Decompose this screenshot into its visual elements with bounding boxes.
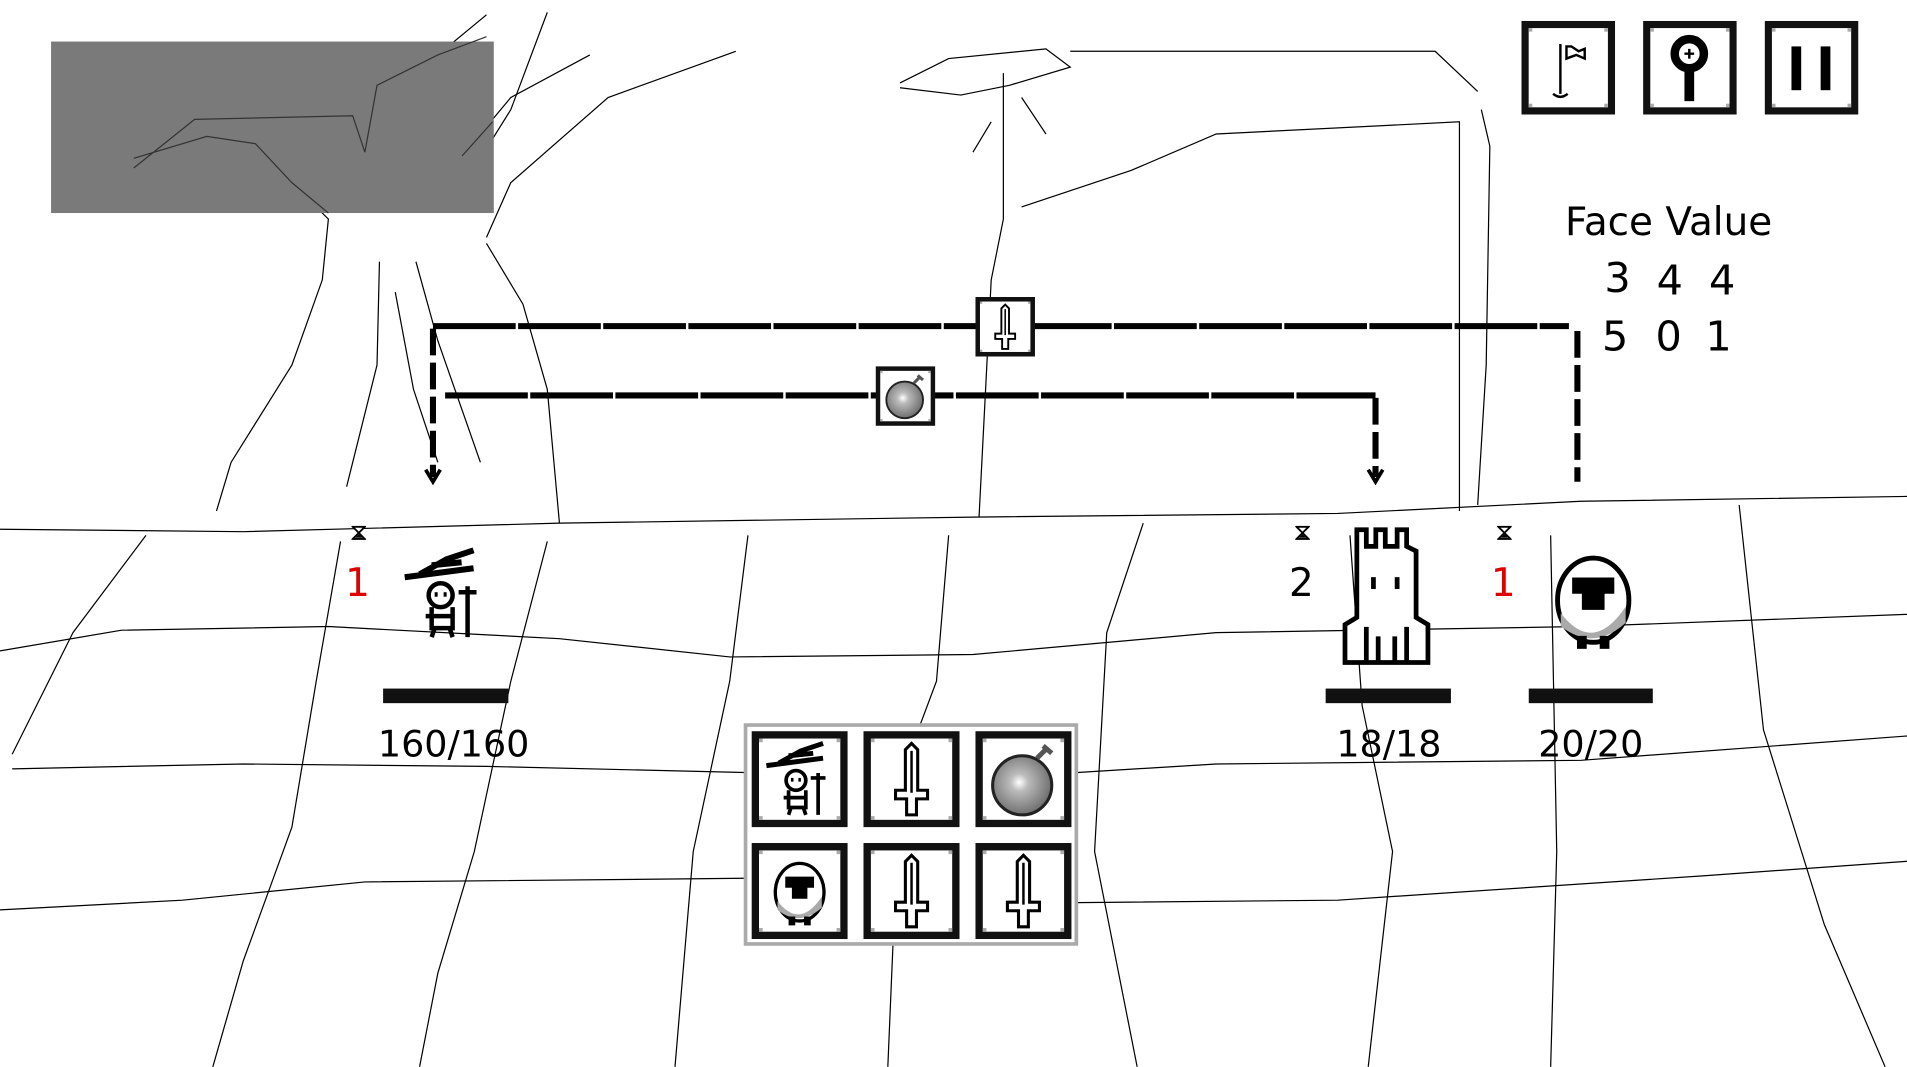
die-face-bomb[interactable] xyxy=(975,731,1072,828)
hp-bar xyxy=(1325,688,1451,704)
pause-button[interactable] xyxy=(1764,20,1859,115)
inspect-button[interactable] xyxy=(1643,20,1737,115)
background-sketch xyxy=(0,12,1907,1067)
arrow-down-icon xyxy=(1366,468,1385,486)
face-value-cell: 4 xyxy=(1709,257,1735,305)
arrow-down-icon xyxy=(424,468,442,486)
bomb-icon[interactable] xyxy=(875,366,936,426)
die-face-wizard[interactable] xyxy=(751,731,848,828)
intent-bomb xyxy=(445,366,1385,486)
face-value-panel: Face Value 3 4 4 5 0 1 xyxy=(1565,200,1772,361)
unit-sheep[interactable]: 1 20/20 xyxy=(1491,525,1653,766)
sword-icon[interactable] xyxy=(975,296,1035,357)
wizard-icon xyxy=(405,550,477,637)
pause-icon xyxy=(1791,46,1831,91)
unit-timer: 1 xyxy=(1491,561,1516,606)
intent-sword xyxy=(424,296,1581,486)
hp-text: 160/160 xyxy=(378,723,530,766)
unit-timer: 2 xyxy=(1289,561,1314,606)
unit-rabbit[interactable]: 2 18/18 xyxy=(1289,525,1451,766)
minimap-terrain xyxy=(133,36,494,214)
dice-panel xyxy=(743,723,1079,946)
hourglass-icon xyxy=(1497,525,1512,540)
hp-text: 20/20 xyxy=(1538,723,1643,766)
face-value-cell: 1 xyxy=(1705,312,1731,360)
minimap[interactable] xyxy=(51,41,494,214)
flag-icon xyxy=(1552,43,1586,99)
sheep-icon xyxy=(1558,558,1629,649)
magnifier-icon xyxy=(1670,34,1709,102)
hp-bar xyxy=(383,688,509,704)
die-face-sword[interactable] xyxy=(863,843,960,940)
face-value-cell: 3 xyxy=(1604,254,1630,302)
die-face-sheep[interactable] xyxy=(751,843,848,940)
face-value-title: Face Value xyxy=(1565,200,1772,245)
hourglass-icon xyxy=(351,525,366,540)
die-face-sword[interactable] xyxy=(863,731,960,828)
hourglass-icon xyxy=(1295,525,1310,540)
face-value-cell: 4 xyxy=(1657,257,1683,305)
hp-bar xyxy=(1528,688,1653,704)
hp-text: 18/18 xyxy=(1336,723,1441,766)
unit-timer: 1 xyxy=(345,561,370,606)
rabbit-icon xyxy=(1345,530,1428,663)
face-value-cell: 5 xyxy=(1602,312,1628,360)
face-value-cell: 0 xyxy=(1655,312,1681,360)
unit-wizard[interactable]: 1 160/160 xyxy=(345,525,530,766)
surrender-button[interactable] xyxy=(1521,20,1616,115)
die-face-sword[interactable] xyxy=(975,843,1072,940)
